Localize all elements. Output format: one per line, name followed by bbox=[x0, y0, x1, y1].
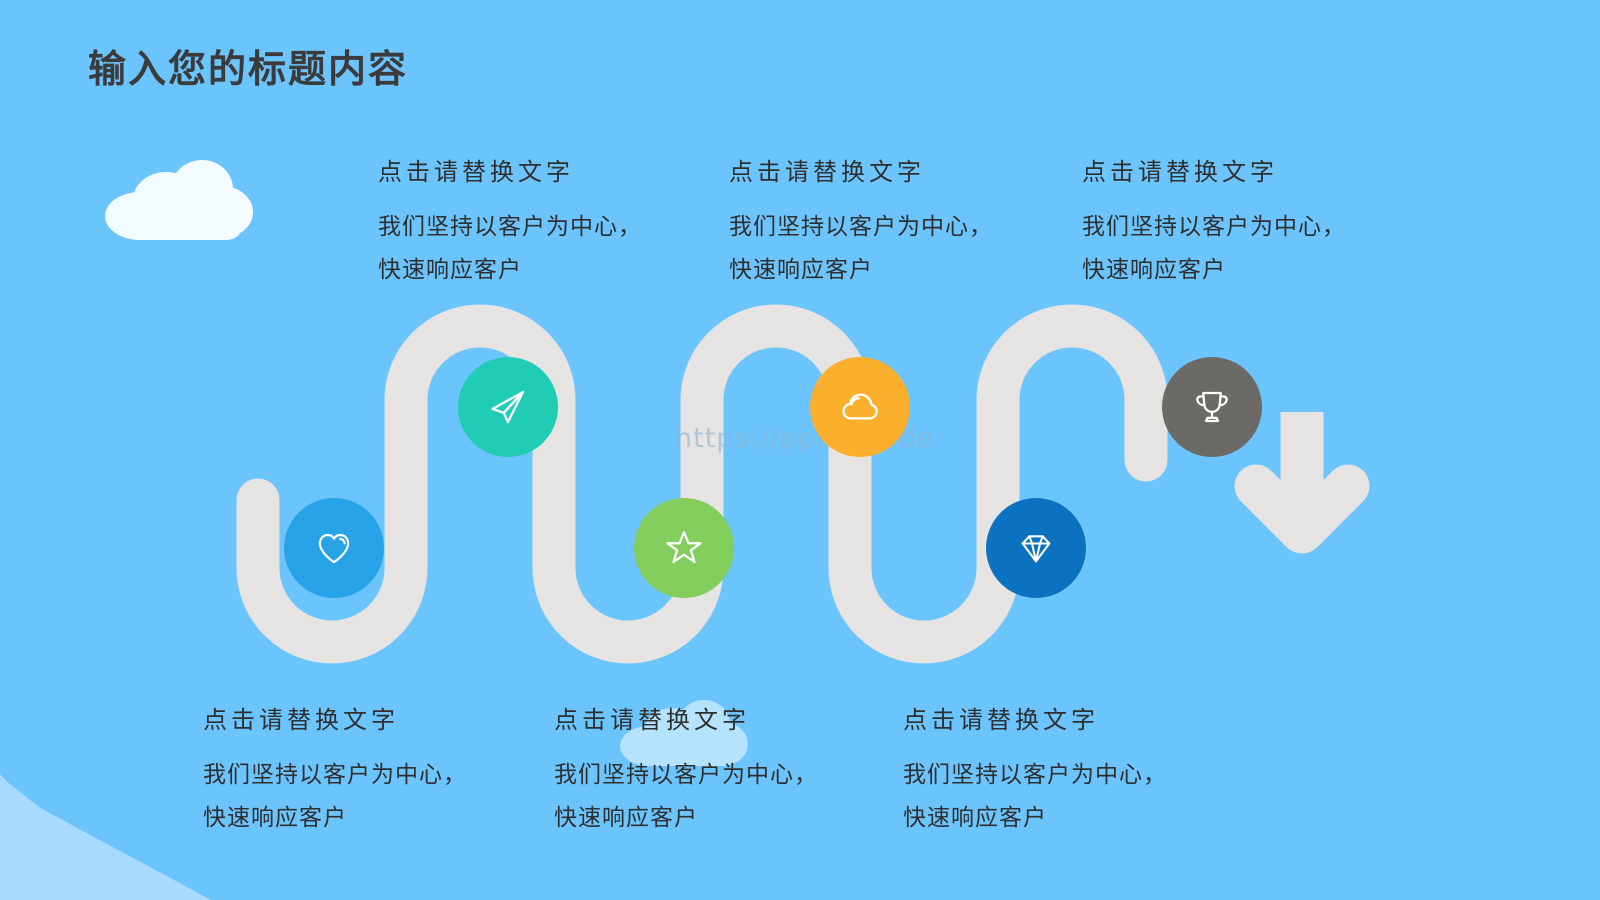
step-node-6[interactable] bbox=[1162, 357, 1262, 457]
step-heading: 点击请替换文字 bbox=[729, 160, 925, 186]
step-node-2[interactable] bbox=[458, 357, 558, 457]
diamond-icon bbox=[1016, 528, 1056, 568]
arrow-head-icon bbox=[1234, 464, 1370, 554]
step-heading: 点击请替换文字 bbox=[903, 708, 1099, 734]
trophy-icon bbox=[1191, 386, 1233, 428]
step-heading: 点击请替换文字 bbox=[554, 708, 750, 734]
paper-plane-icon bbox=[487, 386, 529, 428]
star-icon bbox=[663, 527, 705, 569]
page-title: 输入您的标题内容 bbox=[88, 49, 409, 91]
step-text-block-3: 点击请替换文字 我们坚持以客户为中心，快速响应客户 bbox=[554, 700, 824, 838]
step-node-4[interactable] bbox=[810, 357, 910, 457]
step-text-block-2: 点击请替换文字 我们坚持以客户为中心，快速响应客户 bbox=[378, 152, 648, 290]
step-text-block-4: 点击请替换文字 我们坚持以客户为中心，快速响应客户 bbox=[729, 152, 999, 290]
step-heading: 点击请替换文字 bbox=[378, 160, 574, 186]
step-body: 我们坚持以客户为中心，快速响应客户 bbox=[1082, 213, 1346, 282]
step-body: 我们坚持以客户为中心，快速响应客户 bbox=[378, 213, 642, 282]
step-heading: 点击请替换文字 bbox=[1082, 160, 1278, 186]
step-node-5[interactable] bbox=[986, 498, 1086, 598]
step-text-block-6: 点击请替换文字 我们坚持以客户为中心，快速响应客户 bbox=[1082, 152, 1352, 290]
step-body: 我们坚持以客户为中心，快速响应客户 bbox=[203, 761, 467, 830]
step-body: 我们坚持以客户为中心，快速响应客户 bbox=[554, 761, 818, 830]
step-text-block-1: 点击请替换文字 我们坚持以客户为中心，快速响应客户 bbox=[203, 700, 473, 838]
step-body: 我们坚持以客户为中心，快速响应客户 bbox=[903, 761, 1167, 830]
step-node-1[interactable] bbox=[284, 498, 384, 598]
cloud-icon bbox=[839, 386, 881, 428]
step-text-block-5: 点击请替换文字 我们坚持以客户为中心，快速响应客户 bbox=[903, 700, 1173, 838]
heart-icon bbox=[314, 528, 354, 568]
step-body: 我们坚持以客户为中心，快速响应客户 bbox=[729, 213, 993, 282]
step-heading: 点击请替换文字 bbox=[203, 708, 399, 734]
step-node-3[interactable] bbox=[634, 498, 734, 598]
cloud-decoration-top bbox=[105, 160, 255, 240]
